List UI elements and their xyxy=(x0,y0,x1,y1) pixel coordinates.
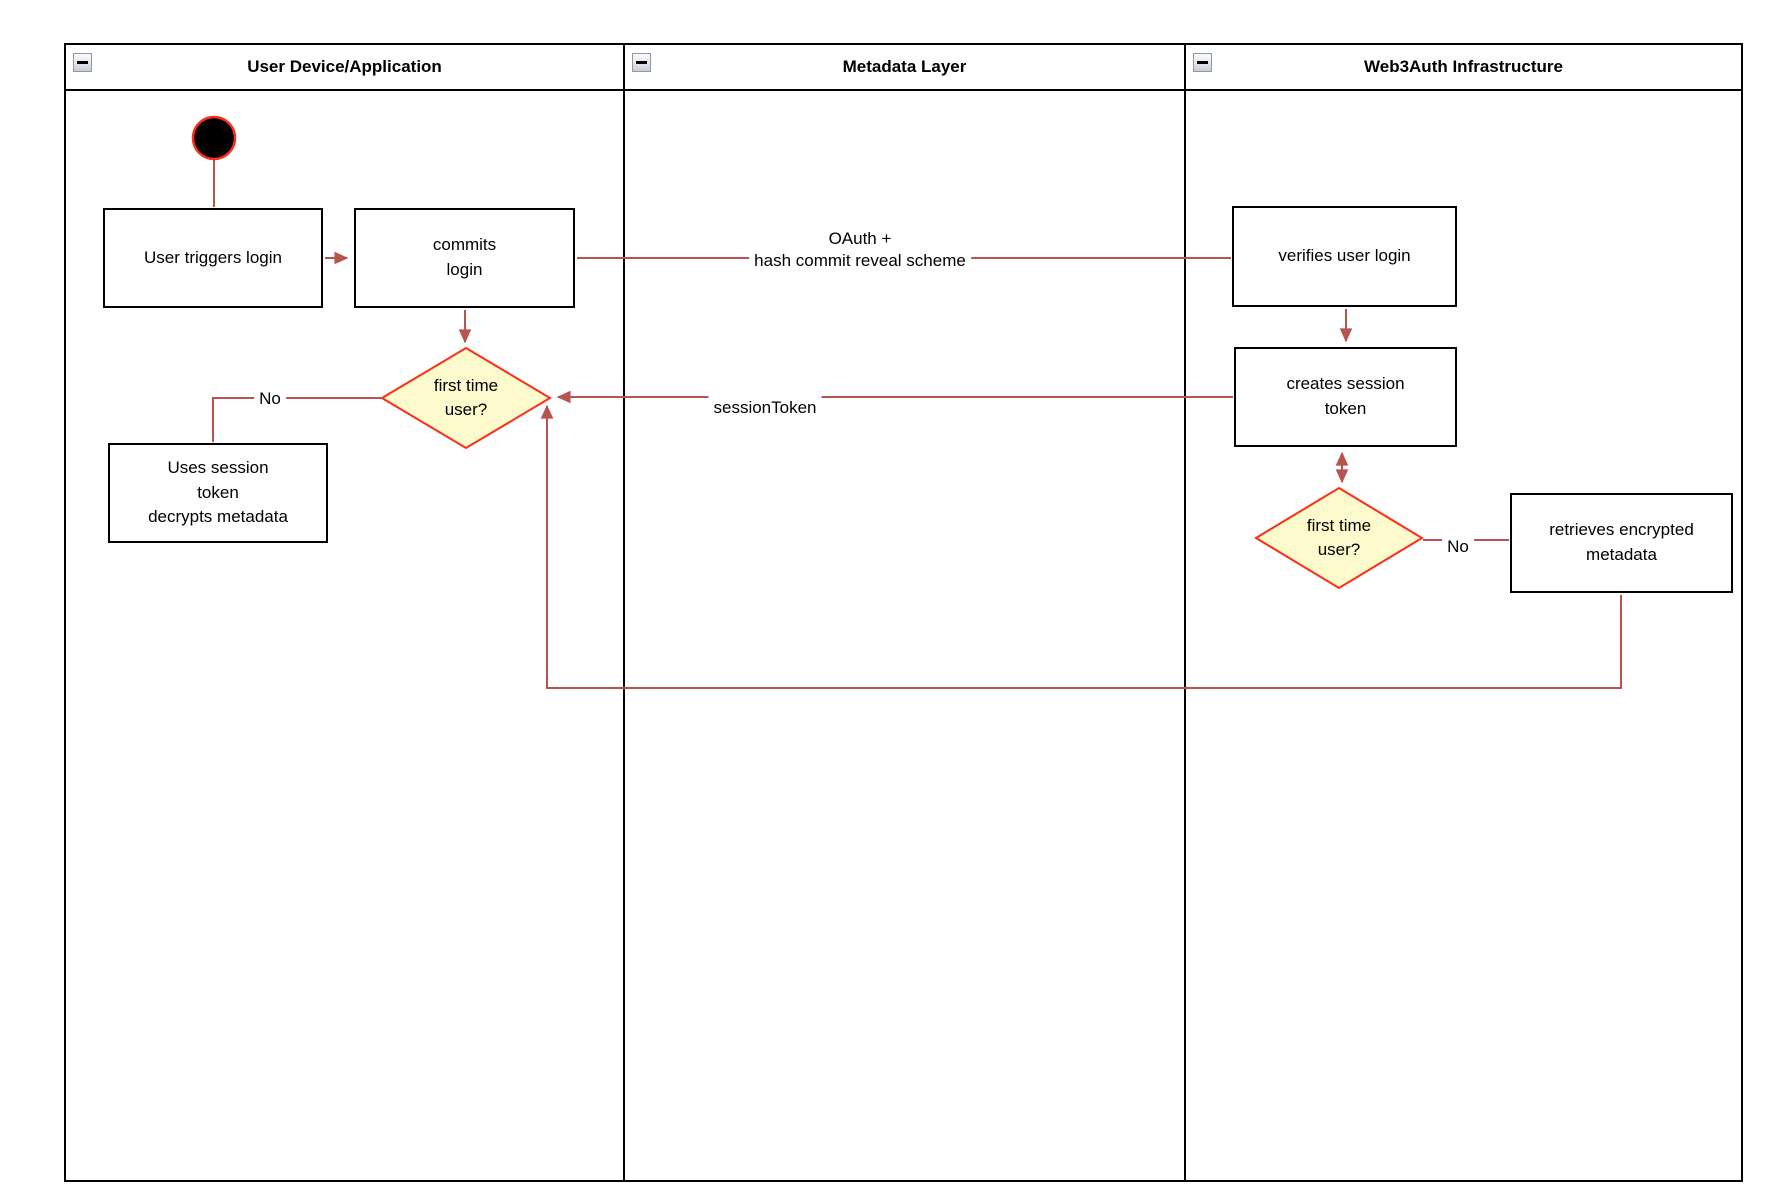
edge-label-no-1: No xyxy=(254,386,286,412)
lane-header-metadata-layer: Metadata Layer xyxy=(625,45,1184,89)
minus-icon xyxy=(1197,61,1208,64)
lane-title-web3auth: Web3Auth Infrastructure xyxy=(1364,57,1563,76)
node-commits-login[interactable]: commits login xyxy=(354,208,575,308)
lane-header-divider xyxy=(66,89,1741,91)
edge-label-no-2: No xyxy=(1442,534,1474,560)
minus-icon xyxy=(77,61,88,64)
node-creates-session-token[interactable]: creates session token xyxy=(1234,347,1457,447)
node-retrieves-encrypted-metadata[interactable]: retrieves encrypted metadata xyxy=(1510,493,1733,593)
decision-1-label: first time user? xyxy=(433,375,499,419)
start-node[interactable] xyxy=(191,115,237,161)
lane-header-user-device: User Device/Application xyxy=(66,45,623,89)
minus-icon xyxy=(636,61,647,64)
edge-label-session-token: sessionToken xyxy=(708,395,822,421)
edge-retrieves-loop-to-decision-1 xyxy=(540,404,1622,689)
lane-title-metadata-layer: Metadata Layer xyxy=(842,57,967,76)
collapse-lane-button-user-device[interactable] xyxy=(73,53,92,72)
edge-label-oauth: OAuth + hash commit reveal scheme xyxy=(749,226,971,274)
node-uses-session-token[interactable]: Uses session token decrypts metadata xyxy=(108,443,328,543)
decision-first-time-user-2[interactable] xyxy=(1254,486,1424,590)
decision-first-time-user-1[interactable] xyxy=(380,346,552,450)
lane-header-web3auth: Web3Auth Infrastructure xyxy=(1186,45,1741,89)
collapse-lane-button-metadata-layer[interactable] xyxy=(632,53,651,72)
node-verifies-user-login[interactable]: verifies user login xyxy=(1232,206,1457,307)
collapse-lane-button-web3auth[interactable] xyxy=(1193,53,1212,72)
node-user-triggers-login[interactable]: User triggers login xyxy=(103,208,323,308)
edge-decision-1-no-to-uses-session xyxy=(212,397,383,442)
lane-separator xyxy=(623,45,625,1180)
lane-title-user-device: User Device/Application xyxy=(247,57,442,76)
lane-separator xyxy=(1184,45,1186,1180)
decision-2-label: first time user? xyxy=(1306,515,1372,559)
